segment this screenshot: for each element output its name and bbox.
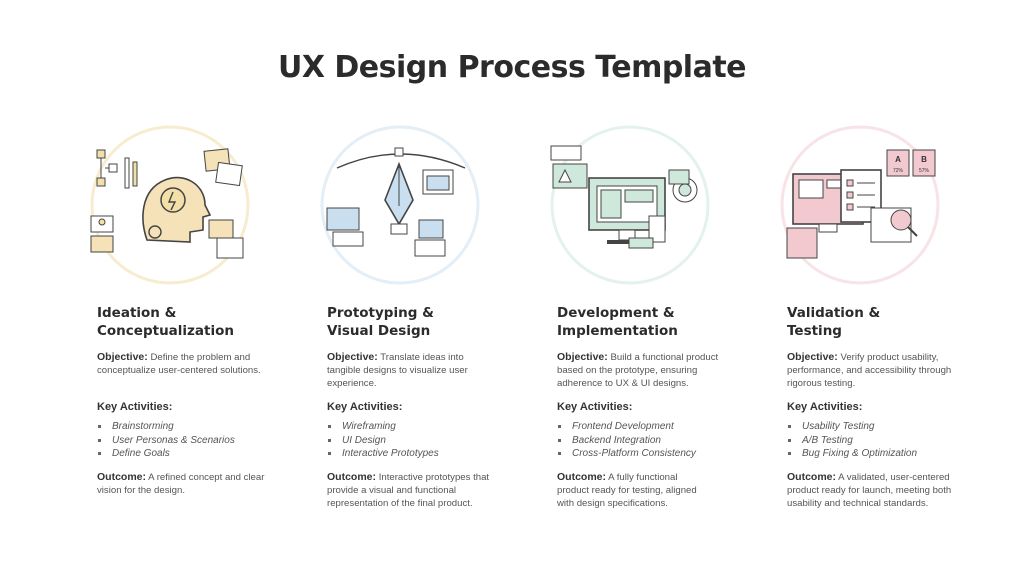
outcome-label: Outcome: (97, 471, 147, 483)
list-item: Cross-Platform Consistency (557, 447, 696, 461)
outcome-text: Interactive prototypes that provide a vi… (327, 472, 490, 509)
pen-tool-icon (315, 120, 485, 290)
objective-text: Translate ideas into tangible designs to… (327, 352, 468, 389)
stage-outcome: Outcome: A validated, user-centered prod… (787, 471, 972, 510)
activities-list: Wireframing UI Design Interactive Protot… (327, 420, 439, 461)
activities-list: Frontend Development Backend Integration… (557, 420, 696, 461)
list-item: Wireframing (327, 420, 439, 434)
stage-objective: Objective: Build a functional product ba… (557, 351, 742, 390)
outcome-text: A validated, user-centered product ready… (787, 472, 952, 509)
stage-heading: Development & Implementation (557, 305, 678, 339)
list-item: Usability Testing (787, 420, 917, 434)
monitor-code-icon (545, 120, 715, 290)
stage-outcome: Outcome: A fully functional product read… (557, 471, 707, 510)
objective-label: Objective: (97, 351, 148, 363)
list-item: Frontend Development (557, 420, 696, 434)
objective-label: Objective: (787, 351, 838, 363)
checklist-testing-icon: A B 72% 57% (775, 120, 945, 290)
list-item: Define Goals (97, 447, 235, 461)
list-item: A/B Testing (787, 434, 917, 448)
page-title: UX Design Process Template (277, 50, 747, 85)
stage-heading: Ideation & Conceptualization (97, 305, 234, 339)
stage-objective: Objective: Define the problem and concep… (97, 351, 265, 377)
stage-heading: Validation & Testing (787, 305, 881, 339)
ab-label-a: A (895, 155, 901, 164)
ab-value-b: 57% (919, 168, 930, 174)
list-item: Brainstorming (97, 420, 235, 434)
stage-objective: Objective: Verify product usability, per… (787, 351, 972, 390)
activities-list: Brainstorming User Personas & Scenarios … (97, 420, 235, 461)
objective-text: Build a functional product based on the … (557, 352, 719, 389)
objective-label: Objective: (557, 351, 608, 363)
stage-outcome: Outcome: A refined concept and clear vis… (97, 471, 267, 497)
outcome-label: Outcome: (327, 471, 377, 483)
objective-label: Objective: (327, 351, 378, 363)
outcome-label: Outcome: (557, 471, 607, 483)
outcome-text: A fully functional product ready for tes… (557, 472, 697, 509)
list-item: Bug Fixing & Optimization (787, 447, 917, 461)
key-activities-label: Key Activities: (557, 401, 633, 413)
objective-text: Verify product usability, performance, a… (787, 352, 952, 389)
key-activities-label: Key Activities: (787, 401, 863, 413)
stage-objective: Objective: Translate ideas into tangible… (327, 351, 495, 390)
ab-label-b: B (921, 155, 927, 164)
list-item: User Personas & Scenarios (97, 434, 235, 448)
head-lightbulb-icon (85, 120, 255, 290)
outcome-text: A refined concept and clear vision for t… (97, 472, 265, 496)
ab-value-a: 72% (893, 168, 904, 174)
objective-text: Define the problem and conceptualize use… (97, 352, 261, 376)
outcome-label: Outcome: (787, 471, 837, 483)
stage-outcome: Outcome: Interactive prototypes that pro… (327, 471, 512, 510)
key-activities-label: Key Activities: (327, 401, 403, 413)
list-item: Backend Integration (557, 434, 696, 448)
key-activities-label: Key Activities: (97, 401, 173, 413)
activities-list: Usability Testing A/B Testing Bug Fixing… (787, 420, 917, 461)
list-item: Interactive Prototypes (327, 447, 439, 461)
stage-heading: Prototyping & Visual Design (327, 305, 434, 339)
list-item: UI Design (327, 434, 439, 448)
